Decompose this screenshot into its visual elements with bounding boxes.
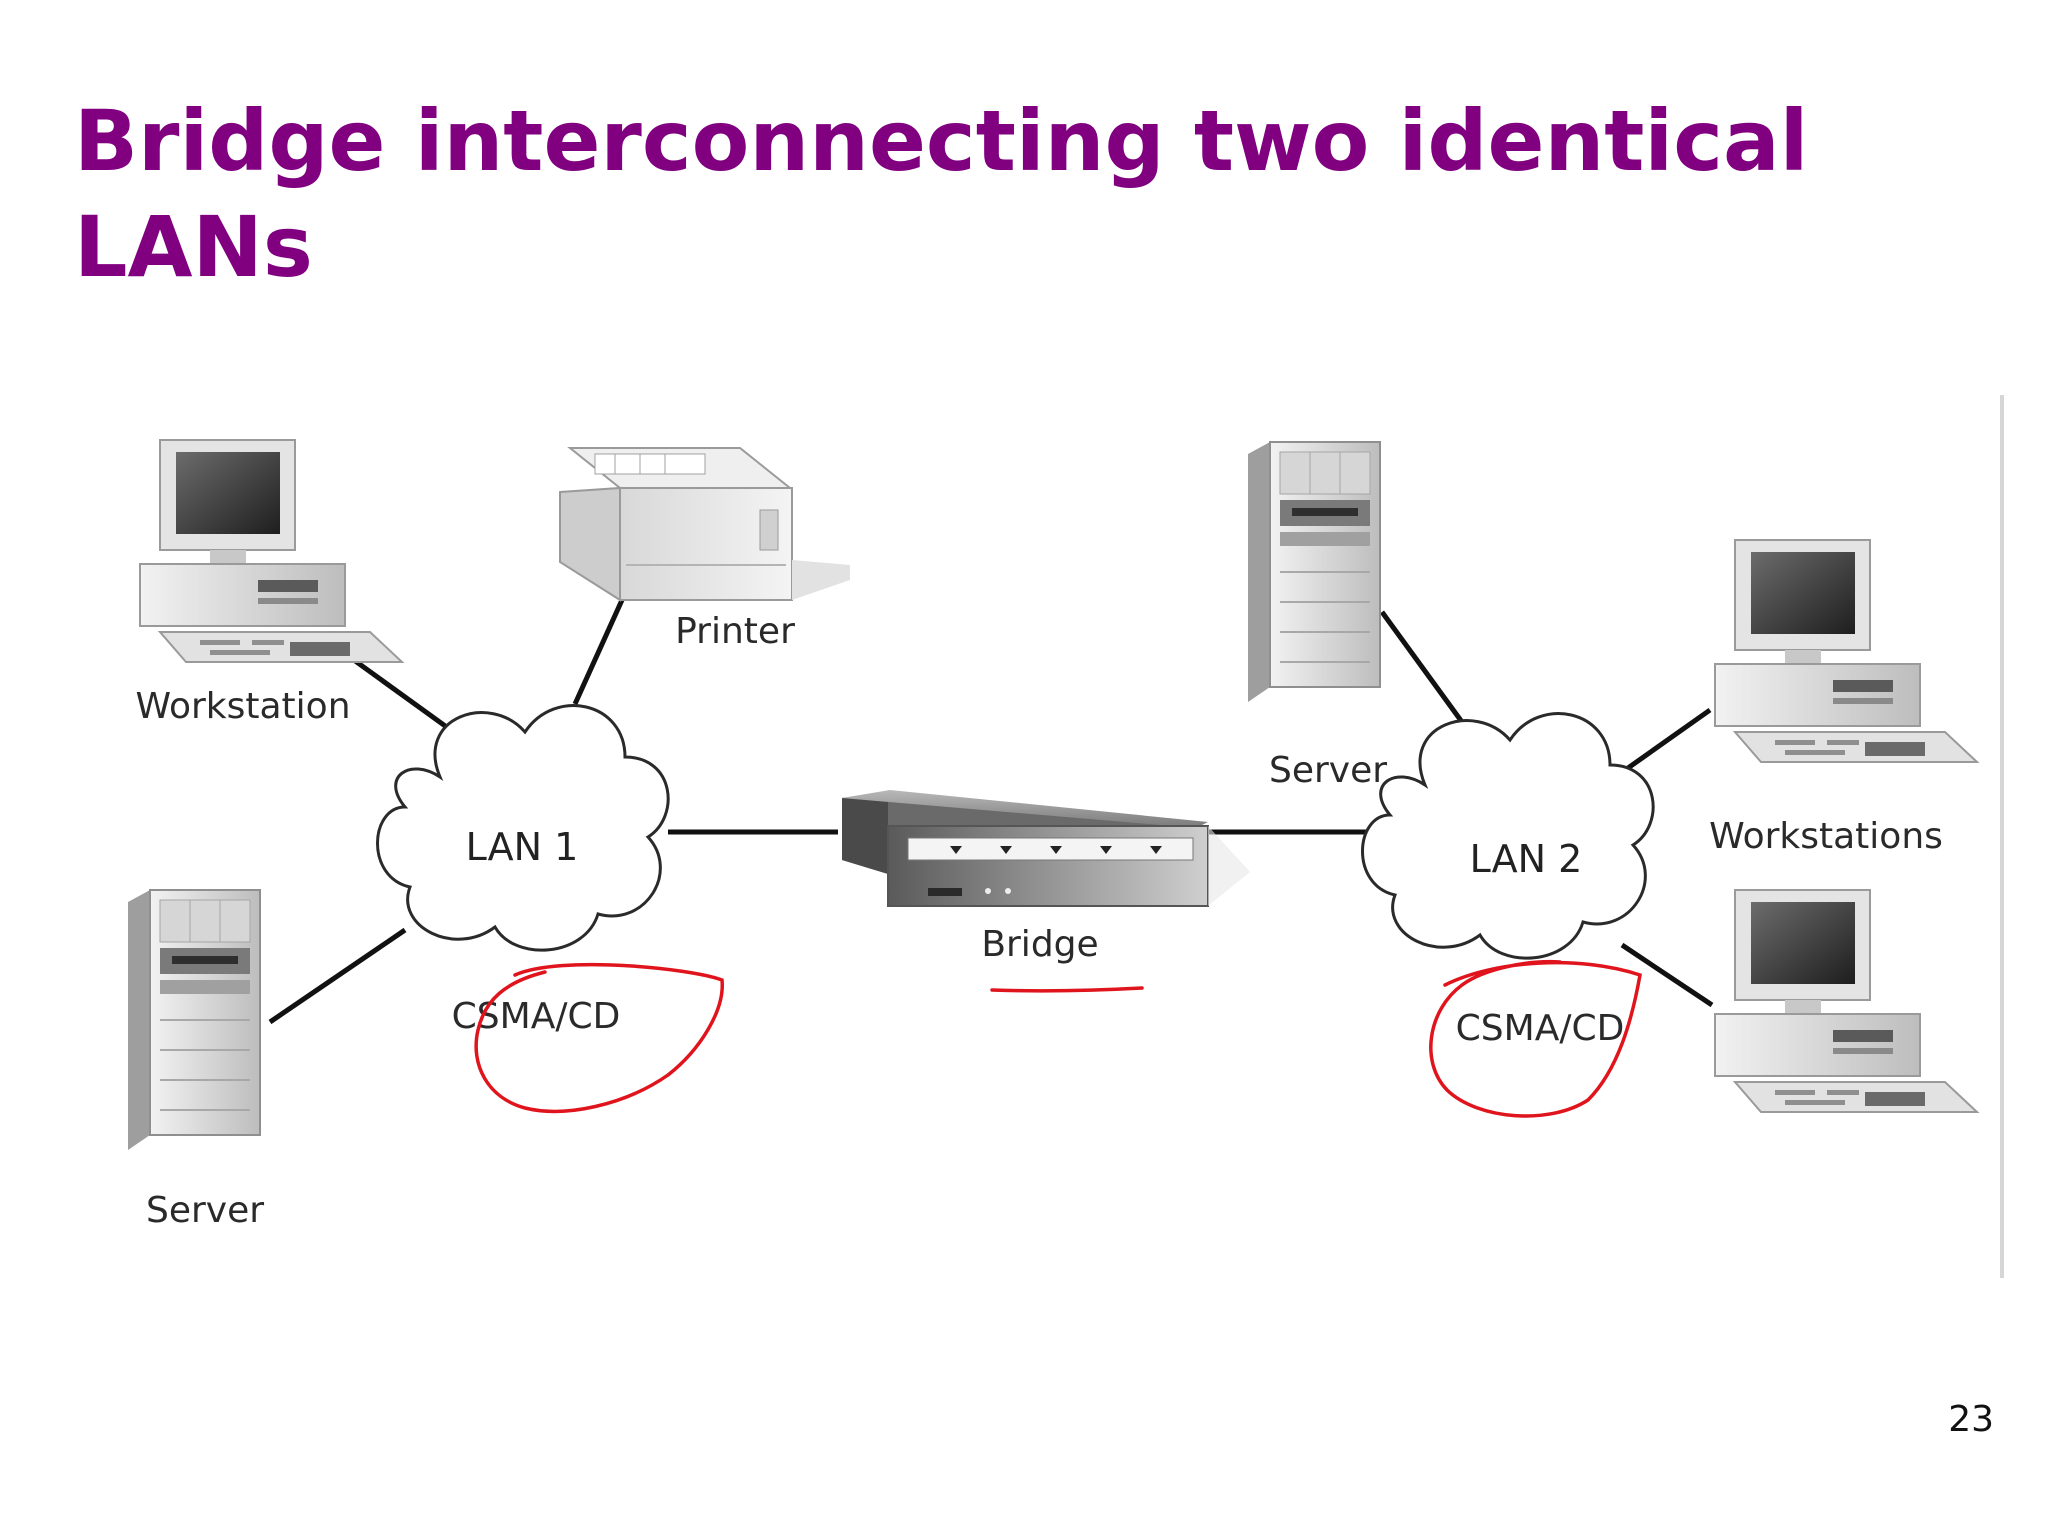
bridge-label: Bridge [981, 924, 1098, 965]
printer-label: Printer [675, 611, 795, 652]
workstation-icon [1714, 889, 1978, 1113]
printer-icon [559, 447, 850, 602]
link-workstation-top-lan2 [1626, 707, 1712, 771]
lan1-label: LAN 1 [466, 825, 579, 869]
lan2-label: LAN 2 [1470, 837, 1583, 881]
link-server-lan1 [268, 927, 407, 1025]
page-number: 23 [1948, 1399, 1994, 1440]
network-links [268, 598, 1714, 1025]
server-label: Server [1269, 750, 1387, 791]
server-label: Server [146, 1190, 264, 1231]
lan1-protocol-label: CSMA/CD [452, 996, 621, 1037]
workstations-label: Workstations [1709, 816, 1943, 857]
lan2-cloud [1361, 712, 1655, 960]
annotation-circle-lan2 [1429, 959, 1642, 1118]
lan2-protocol-label: CSMA/CD [1456, 1008, 1625, 1049]
link-workstation-bottom-lan2 [1620, 942, 1714, 1008]
annotation-circle-lan1 [474, 962, 724, 1114]
slide-title: Bridge interconnecting two identical LAN… [74, 92, 1809, 296]
workstation-label: Workstation [135, 686, 350, 727]
server-icon [127, 889, 261, 1151]
server-icon [1247, 441, 1381, 703]
workstation-icon [1714, 539, 1978, 763]
annotation-underline-bridge [990, 986, 1144, 993]
bridge-icon [842, 790, 1250, 907]
workstation-icon [139, 439, 403, 663]
link-workstation-lan1 [338, 647, 450, 731]
link-printer-lan1 [572, 598, 625, 706]
link-server-lan2 [1379, 610, 1465, 724]
